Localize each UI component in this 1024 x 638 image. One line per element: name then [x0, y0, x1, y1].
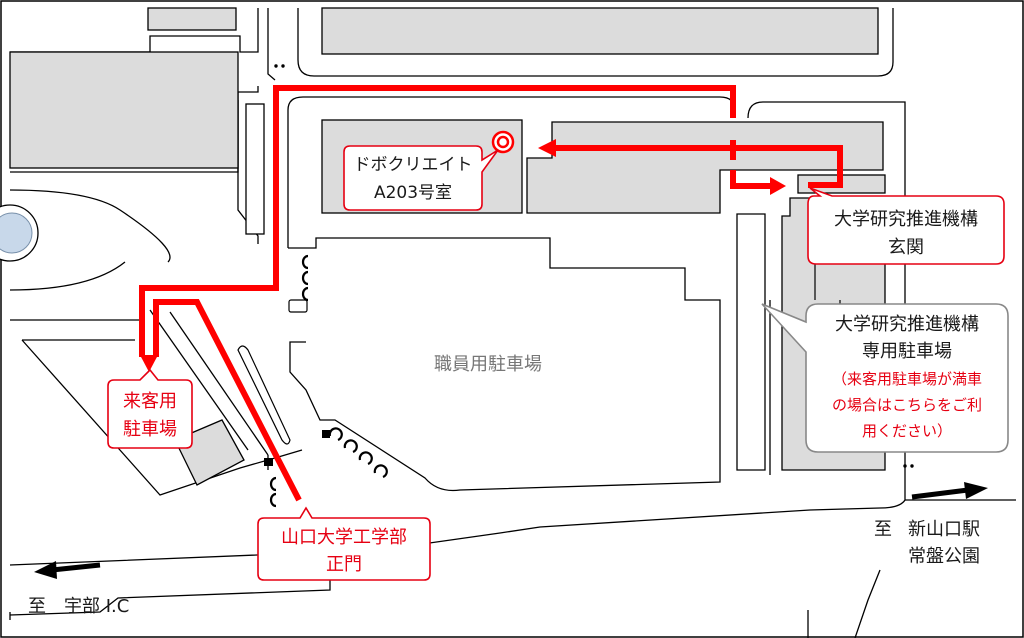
to-station-line2: 常盤公園: [908, 546, 980, 567]
visitor-parking-line2: 駐車場: [123, 419, 177, 440]
entrance-label-line2: 玄関: [888, 237, 924, 258]
dedicated-parking-line1: 大学研究推進機構: [835, 314, 979, 335]
dedicated-note-line2: の場合はこちらをご利: [832, 396, 982, 414]
round-structure-inner: [0, 212, 33, 254]
road-bars: [264, 64, 914, 468]
main-gate-callout: 山口大学工学部 正門: [257, 506, 431, 581]
visitor-parking-callout: 来客用 駐車場: [107, 368, 193, 449]
direction-arrow-right-icon: [911, 482, 988, 500]
main-gate-line1: 山口大学工学部: [281, 527, 407, 548]
direction-arrow-left-icon: [34, 561, 101, 579]
to-station-line1: 新山口駅: [908, 519, 980, 540]
visitor-parking-line1: 来客用: [123, 391, 177, 412]
dedicated-parking-line2: 専用駐車場: [862, 341, 952, 362]
staff-parking-label: 職員用駐車場: [434, 354, 542, 375]
route-arrowheads: [140, 139, 786, 372]
route: [139, 85, 843, 502]
entrance-label-line1: 大学研究推進機構: [834, 209, 978, 230]
destination-label-line2: A203号室: [374, 183, 452, 203]
islands: [237, 299, 308, 445]
destination-marker-icon: [491, 130, 515, 154]
entrance-callout: 大学研究推進機構 玄関: [807, 187, 1005, 265]
dedicated-note-line3: 用ください）: [862, 422, 952, 440]
to-ube-label: 至 宇部 I.C: [28, 596, 129, 617]
curb-marks: [269, 254, 388, 508]
dedicated-parking-callout: 大学研究推進機構 専用駐車場 （来客用駐車場が満車 の場合はこちらをご利 用くだ…: [761, 303, 1009, 453]
to-station-prefix: 至: [874, 519, 892, 540]
main-gate-line2: 正門: [326, 554, 362, 575]
dedicated-note-line1: （来客用駐車場が満車: [832, 370, 982, 388]
destination-label-line1: ドボクリエイト: [354, 155, 473, 175]
destination-callout: ドボクリエイト A203号室: [343, 145, 499, 211]
